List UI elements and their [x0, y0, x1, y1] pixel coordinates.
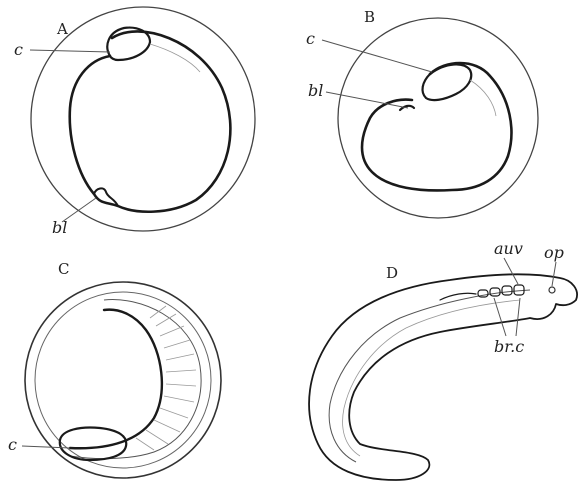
panel-c-letter: C — [58, 260, 69, 278]
panel-a-c-label: c — [14, 40, 23, 59]
panel-a-bl-label: bl — [52, 218, 67, 237]
panel-a-egg-membrane — [31, 7, 255, 231]
panel-d-brc-label: br.c — [494, 337, 524, 356]
panel-d-letter: D — [386, 264, 398, 282]
panel-c-c-leader — [22, 446, 70, 448]
panel-d-auv-leader — [504, 258, 518, 284]
panel-b-egg-membrane — [338, 18, 538, 218]
panel-d-branchial-clefts — [440, 285, 524, 300]
panel-d-op-label: op — [544, 243, 564, 262]
panel-d-eye-spot — [549, 287, 555, 293]
panel-d: D auv op br.c — [309, 239, 577, 480]
panel-a: A c bl — [14, 7, 255, 237]
panel-a-inner-line — [150, 44, 200, 72]
panel-b-inner-line — [470, 80, 496, 116]
panel-a-letter: A — [56, 20, 68, 38]
panel-b-embryo-outline — [362, 63, 511, 190]
panel-b-head — [423, 64, 472, 100]
panel-b-bl-label: bl — [308, 81, 323, 100]
panel-b-letter: B — [364, 8, 375, 26]
panel-a-c-leader — [30, 50, 110, 52]
panel-d-brc-leader-1 — [494, 298, 506, 336]
panel-a-embryo-outline — [70, 31, 231, 211]
panel-b: B c bl — [306, 8, 538, 218]
panel-c-c-label: c — [8, 435, 17, 454]
panel-c: C c — [8, 260, 221, 478]
panel-d-auv-label: auv — [494, 239, 523, 258]
panel-b-c-label: c — [306, 29, 315, 48]
panel-d-op-leader — [552, 262, 556, 286]
panel-b-c-leader — [322, 40, 432, 72]
panel-d-larva-outline — [309, 274, 577, 480]
panel-d-brc-leader-2 — [516, 298, 520, 336]
